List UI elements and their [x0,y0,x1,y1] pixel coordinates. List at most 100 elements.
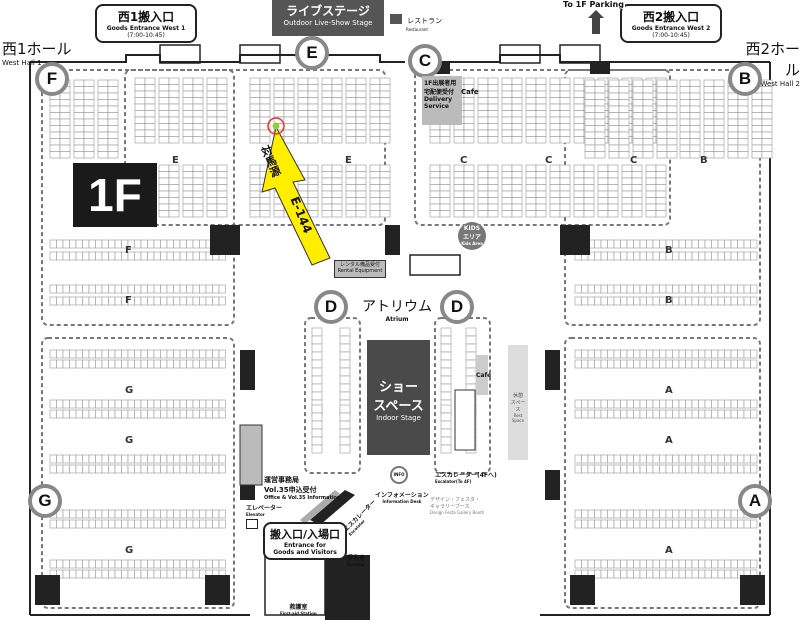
booth [339,420,351,430]
booth [704,409,712,419]
booth [97,99,109,107]
booth [216,184,228,192]
booth [331,110,343,118]
elevator-en: Elevator [246,512,265,517]
booth [297,103,309,111]
booth [618,144,630,152]
booth [465,367,477,377]
booth [646,509,654,519]
booth [761,92,773,100]
booth [535,210,547,218]
booth [737,138,749,146]
booth [206,97,218,105]
booth [656,105,668,113]
booth [600,296,608,306]
booth [114,251,122,261]
booth [713,92,725,100]
booth [679,92,691,100]
booth [205,454,213,464]
booth [114,409,122,419]
zone-letter-g: G [125,435,134,446]
booth [666,79,678,87]
booth [724,239,732,249]
indoor-stage-jp2: スペース [373,399,424,414]
booth [114,284,122,294]
booth [212,296,220,306]
booth [369,116,381,124]
booth [632,138,644,146]
booth [549,116,561,124]
booth [114,519,122,529]
booth [573,171,585,179]
booth [549,77,561,85]
booth [321,116,333,124]
booth [429,136,441,144]
booth [83,79,95,87]
booth [75,464,83,474]
booth [140,569,148,579]
booth [477,203,489,211]
booth [182,164,194,172]
booth [613,454,621,464]
booth [594,409,602,419]
first-aid-station: 救護室 First-aid Station [280,602,317,616]
booth [666,86,678,94]
booth [259,77,271,85]
booth [463,77,475,85]
elevator-icon [246,519,258,529]
booth [56,464,64,474]
booth [607,190,619,198]
booth [613,559,621,569]
booth [82,251,90,261]
booth [173,409,181,419]
booth [59,125,71,133]
booth [379,123,391,131]
booth [626,239,634,249]
booth [535,171,547,179]
booth [339,412,351,422]
booth [297,77,309,85]
block-marker-a: A [738,484,772,518]
booth [501,136,513,144]
booth [639,519,647,529]
booth [535,77,547,85]
booth [429,203,441,211]
booth [656,112,668,120]
booth [62,349,70,359]
booth [659,284,667,294]
booth [216,129,228,137]
booth [339,391,351,401]
block-marker-d-left: D [314,290,348,324]
booth [672,296,680,306]
booth [559,164,571,172]
booth [621,197,633,205]
booth [186,349,194,359]
escalator-graphic [239,345,528,525]
booth [307,177,319,185]
booth [618,112,630,120]
booth [631,197,643,205]
restaurant-icon [390,13,402,24]
booth [642,92,654,100]
booth [88,454,96,464]
booth [559,184,571,192]
booth [717,296,725,306]
booth [607,284,615,294]
booth [574,284,582,294]
booth [140,454,148,464]
booth [761,131,773,139]
booth [743,251,751,261]
booth [594,559,602,569]
booth [439,136,451,144]
booth [379,197,391,205]
booth [144,116,156,124]
booth [559,197,571,205]
booth [186,239,194,249]
booth [56,409,64,419]
booth [477,103,489,111]
booth [331,136,343,144]
booth [160,409,168,419]
booth [730,464,738,474]
booth [108,296,116,306]
booth [83,118,95,126]
